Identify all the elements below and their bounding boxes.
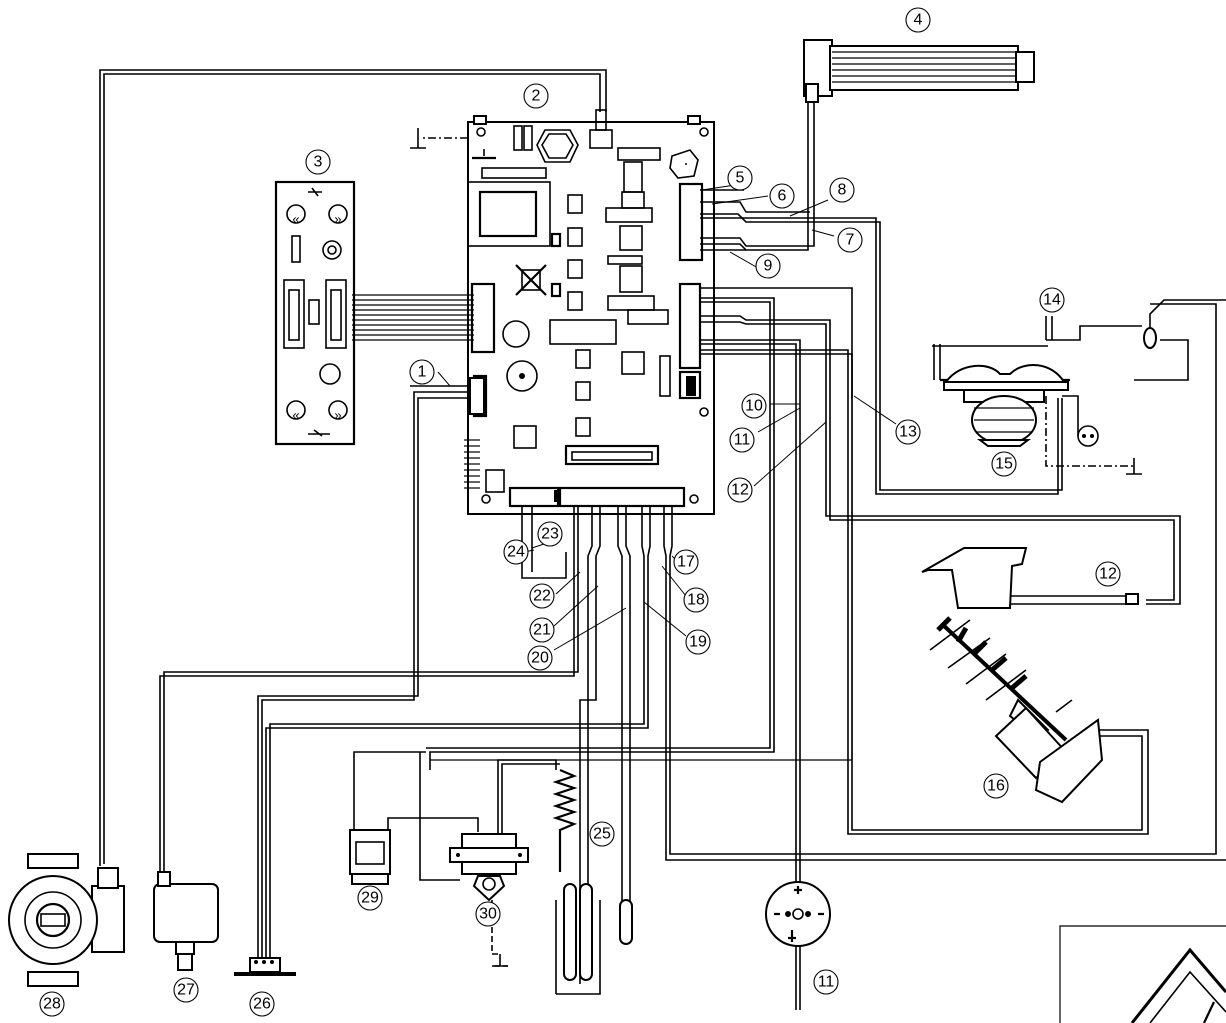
callout-26: 26: [249, 991, 275, 1017]
callout-9: 9: [755, 253, 781, 279]
callout-21: 21: [529, 617, 555, 643]
callout-27: 27: [173, 977, 199, 1003]
callout-21-text: 21: [533, 622, 551, 639]
wiring: [99, 69, 1226, 1010]
callout-18-text: 18: [687, 592, 705, 609]
svg-text:»: »: [334, 408, 341, 423]
callout-14: 14: [1039, 287, 1065, 313]
component-30: [449, 833, 529, 967]
callout-17-text: 17: [677, 554, 695, 571]
leader-lines: [437, 183, 897, 651]
callout-5-text: 5: [736, 170, 745, 187]
callout-18: 18: [683, 587, 709, 613]
callout-2-text: 2: [532, 88, 541, 105]
component-4: [803, 39, 1035, 103]
callout-4-text: 4: [914, 12, 923, 29]
solenoid: [153, 871, 219, 971]
callout-19: 19: [685, 629, 711, 655]
callout-12b-text: 12: [1099, 566, 1117, 583]
callout-8: 8: [829, 177, 855, 203]
callout-12a: 12: [727, 477, 753, 503]
callout-20: 20: [527, 645, 553, 671]
callout-10: 10: [741, 393, 767, 419]
callout-22: 22: [529, 583, 555, 609]
callout-11a: 11: [729, 427, 755, 453]
callout-29: 29: [357, 885, 383, 911]
callout-6-text: 6: [778, 188, 787, 205]
callout-2: 2: [523, 83, 549, 109]
burner-pot: [921, 547, 1139, 609]
callouts: 1 2 3 4 5 6 7 8 9 10 11 12 13 14 15 16 1…: [39, 7, 1121, 1017]
callout-3: 3: [305, 149, 331, 175]
callout-16-text: 16: [987, 778, 1005, 795]
callout-11b-text: 11: [818, 974, 835, 991]
callout-10-text: 10: [745, 398, 763, 415]
callout-11b: 11: [813, 969, 839, 995]
callout-11a-text: 11: [734, 432, 751, 449]
callout-15: 15: [991, 451, 1017, 477]
svg-text:«: «: [292, 408, 299, 423]
callout-24-text: 24: [507, 544, 525, 561]
callout-7: 7: [837, 227, 863, 253]
callout-30: 30: [475, 901, 501, 927]
callout-29-text: 29: [361, 890, 379, 907]
warning-triangle: [1059, 925, 1226, 1023]
callout-6: 6: [769, 183, 795, 209]
callout-4: 4: [905, 7, 931, 33]
callout-25: 25: [589, 821, 615, 847]
callout-27-text: 27: [177, 982, 195, 999]
callout-12a-text: 12: [731, 482, 749, 499]
component-29: [349, 829, 391, 885]
callout-25-text: 25: [593, 826, 611, 843]
callout-20-text: 20: [531, 650, 549, 667]
spring-probes: [552, 768, 633, 995]
callout-28: 28: [39, 991, 65, 1017]
callout-12b: 12: [1095, 561, 1121, 587]
callout-14-text: 14: [1043, 292, 1061, 309]
ribbon-cable: [352, 294, 474, 341]
callout-1-text: 1: [418, 364, 427, 381]
callout-3-text: 3: [314, 154, 323, 171]
callout-17: 17: [673, 549, 699, 575]
pump: [8, 853, 125, 987]
callout-30-text: 30: [479, 906, 497, 923]
fan-assembly: [932, 316, 1189, 475]
callout-23-text: 23: [541, 526, 559, 543]
callout-9-text: 9: [764, 258, 773, 275]
callout-1: 1: [409, 359, 435, 385]
auger: [929, 616, 1104, 804]
callout-26-text: 26: [253, 996, 271, 1013]
svg-text:»: »: [334, 212, 341, 227]
callout-8-text: 8: [838, 182, 847, 199]
control-board: [464, 109, 715, 515]
callout-13: 13: [895, 419, 921, 445]
sensor-connector: [234, 957, 296, 976]
display-board: « » « »: [274, 180, 356, 446]
callout-22-text: 22: [533, 588, 551, 605]
callout-23: 23: [537, 521, 563, 547]
svg-text:«: «: [292, 212, 299, 227]
callout-24: 24: [503, 539, 529, 565]
callout-19-text: 19: [689, 634, 707, 651]
callout-7-text: 7: [846, 232, 855, 249]
callout-15-text: 15: [995, 456, 1013, 473]
thermostat: [765, 881, 831, 947]
callout-28-text: 28: [43, 996, 61, 1013]
callout-16: 16: [983, 773, 1009, 799]
callout-13-text: 13: [899, 424, 917, 441]
callout-5: 5: [727, 165, 753, 191]
